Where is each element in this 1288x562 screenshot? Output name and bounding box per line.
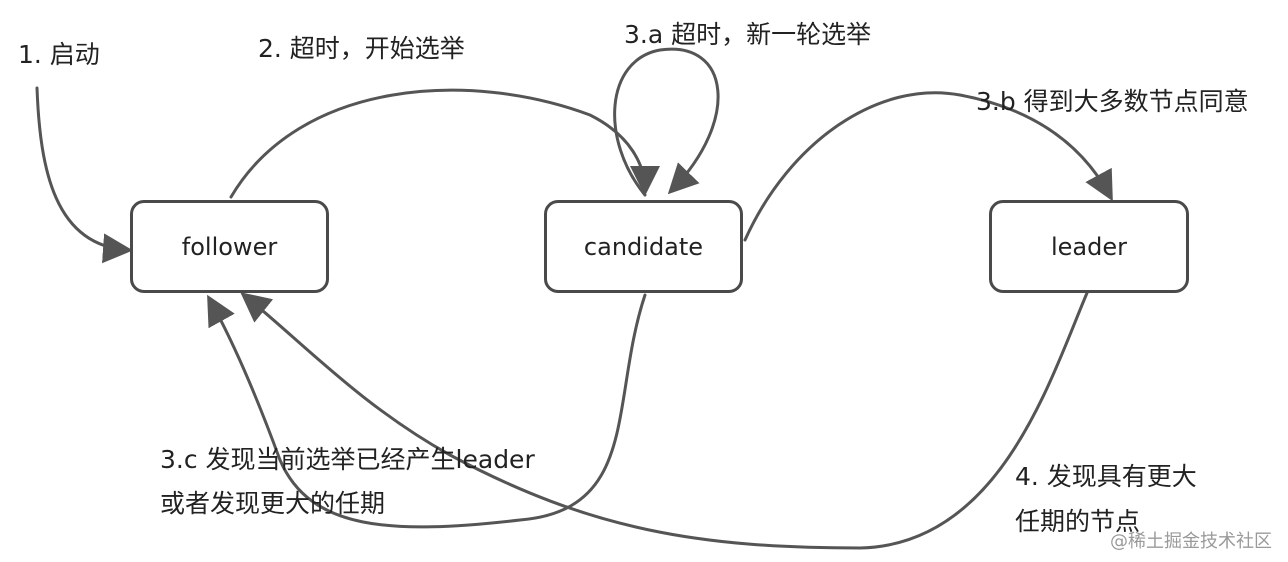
- label-higher-term-line2: 任期的节点: [1015, 507, 1141, 536]
- arrow-start-to-follower: [35, 86, 133, 264]
- label-found-leader-line1: 3.c 发现当前选举已经产生leader: [160, 445, 535, 474]
- state-leader-label: leader: [1050, 232, 1127, 261]
- label-found-leader-line2: 或者发现更大的任期: [160, 489, 386, 518]
- watermark: @稀土掘金技术社区: [1110, 531, 1272, 552]
- label-majority-votes: 3.b 得到大多数节点同意: [976, 87, 1249, 116]
- label-higher-term-line1: 4. 发现具有更大: [1015, 462, 1197, 491]
- arrow-follower-to-candidate: [229, 88, 660, 199]
- label-start: 1. 启动: [18, 40, 100, 69]
- state-follower: follower: [130, 200, 329, 293]
- label-timeout-start-election: 2. 超时，开始选举: [258, 34, 465, 63]
- arrow-candidate-to-follower: [207, 293, 647, 529]
- arrow-candidate-to-leader: [743, 91, 1113, 242]
- state-candidate: candidate: [544, 200, 743, 293]
- label-timeout-new-election: 3.a 超时，新一轮选举: [624, 20, 872, 49]
- state-leader: leader: [989, 200, 1189, 293]
- arrow-candidate-self-loop: [613, 47, 720, 197]
- arrow-leader-to-follower: [240, 291, 1089, 550]
- state-candidate-label: candidate: [583, 232, 704, 261]
- state-follower-label: follower: [181, 232, 278, 261]
